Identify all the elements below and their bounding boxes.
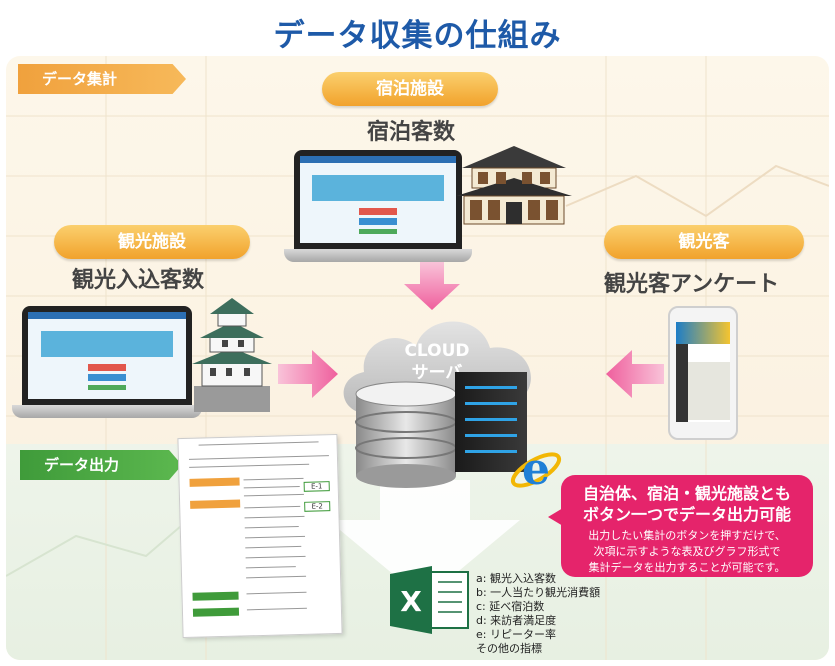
data-output-tag: データ出力 [20, 450, 182, 480]
tourist-survey-label: 観光客アンケート [604, 272, 780, 297]
doc-box-e1: E-1 [303, 481, 330, 492]
callout-body-1: 出力したい集計のボタンを押すだけで、 [588, 529, 786, 542]
ryokan-building-icon [456, 146, 572, 225]
metric-item: その他の指標 [476, 642, 542, 655]
arrow-right-from-tourist-facility [278, 350, 338, 398]
callout-tail [548, 508, 563, 526]
callout-body-2: 次項に示すような表及びグラフ形式で [593, 545, 781, 558]
lodging-laptop [283, 150, 473, 262]
metric-item: c: 延べ宿泊数 [476, 600, 545, 613]
tourist-facility-label: 観光施設 [54, 225, 250, 259]
svg-text:X: X [400, 585, 422, 618]
excel-icon: X [390, 566, 469, 634]
internet-explorer-icon: e [510, 444, 562, 495]
database-icon [355, 381, 457, 488]
server-label: サーバ [411, 363, 463, 383]
tourist-visitors-label: 観光入込客数 [72, 268, 205, 293]
output-document-thumbnail: E-1 E-2 [177, 433, 343, 639]
cloud-label: CLOUD [404, 341, 470, 361]
output-callout: 自治体、宿泊・観光施設とも ボタン一つでデータ出力可能 出力したい集計のボタンを… [561, 475, 813, 577]
arrow-down-to-output [328, 480, 520, 600]
callout-body-3: 集計データを出力することが可能です。 [588, 561, 786, 574]
lodging-guests-label: 宿泊客数 [367, 120, 456, 145]
metric-item: d: 来訪者満足度 [476, 614, 557, 627]
page-title: データ収集の仕組み [273, 18, 562, 54]
castle-icon [192, 298, 272, 412]
arrow-down-from-lodging [404, 262, 460, 310]
doc-box-e2: E-2 [304, 501, 331, 512]
smartphone [668, 306, 738, 440]
svg-text:e: e [522, 444, 550, 495]
callout-heading-2: ボタン一つでデータ出力可能 [582, 505, 791, 524]
tourist-facility-laptop [11, 306, 203, 418]
data-collect-tag: データ集計 [18, 64, 186, 94]
tourist-label: 観光客 [604, 225, 804, 259]
cloud-server-label: CLOUD サーバ [392, 340, 482, 384]
metric-item: a: 観光入込客数 [476, 572, 556, 585]
metrics-list: a: 観光入込客数 b: 一人当たり観光消費額 c: 延べ宿泊数 d: 来訪者満… [476, 572, 600, 656]
callout-heading-1: 自治体、宿泊・観光施設とも [582, 484, 791, 503]
server-rack-icon [455, 372, 527, 472]
metric-item: b: 一人当たり観光消費額 [476, 586, 601, 599]
arrow-left-from-tourist [606, 350, 664, 398]
metric-item: e: リピーター率 [476, 628, 556, 641]
lodging-facility-label: 宿泊施設 [322, 72, 498, 106]
